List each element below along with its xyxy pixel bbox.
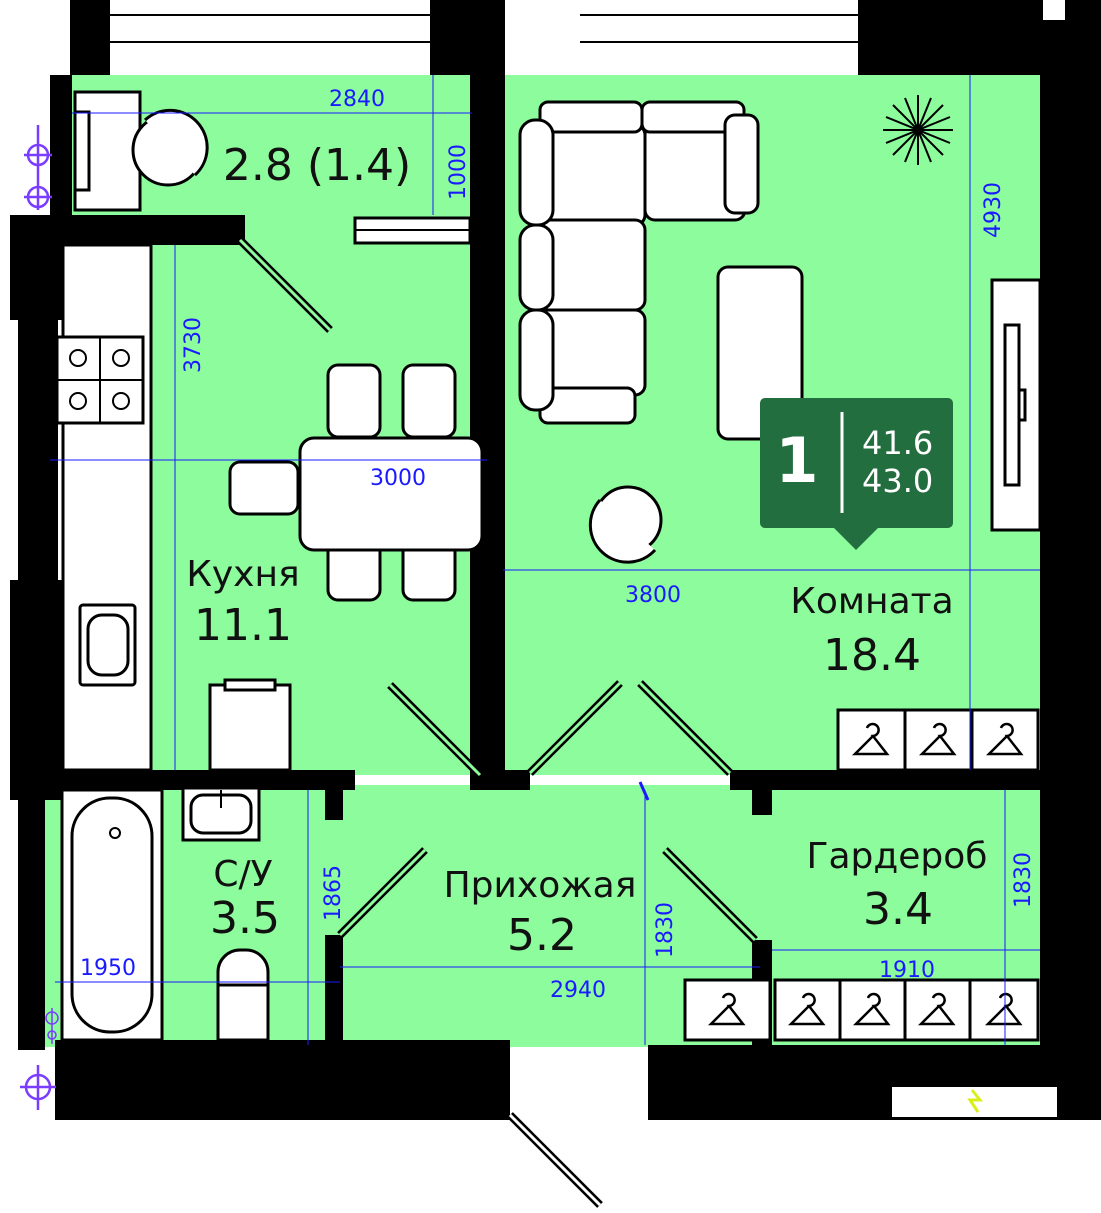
axis-markers [20, 125, 59, 1110]
axis-marker-icon [24, 185, 52, 209]
dim-hall-depth: 1830 [653, 902, 678, 958]
axis-marker-icon [20, 1065, 56, 1110]
dim-room-width: 3800 [625, 583, 681, 608]
kitchen-window-partition [353, 216, 472, 245]
tv-stand [990, 278, 1042, 532]
kitchen-name: Кухня [186, 554, 299, 595]
hanger-icon [917, 992, 956, 1026]
room-closet [836, 708, 1040, 772]
dim-wardrobe-depth: 1830 [1011, 852, 1036, 908]
armchair [588, 485, 663, 564]
balcony-chair [73, 90, 209, 212]
doors[interactable] [237, 237, 758, 1208]
dim-kitchen-width: 3000 [370, 466, 426, 491]
stove-burners [69, 349, 130, 410]
hanger-icon [852, 992, 891, 1026]
dim-kitchen-depth: 3730 [181, 317, 206, 373]
bathroom-area: 3.5 [210, 893, 280, 944]
dim-room-depth: 4930 [981, 182, 1006, 238]
hanger-icon [984, 992, 1023, 1026]
kitchen-area: 11.1 [194, 600, 292, 651]
dim-wardrobe-width: 1910 [879, 958, 935, 983]
dimension-lines [50, 75, 1040, 1045]
electric-panel-icon [967, 1089, 984, 1113]
hanger-icon [918, 722, 957, 756]
apartment-badge: 1 41.6 43.0 [760, 398, 953, 550]
hanger-icon [985, 722, 1024, 756]
living-area: 41.6 [862, 424, 933, 462]
dim-bath-width: 1950 [80, 956, 136, 981]
room-count: 1 [775, 424, 818, 497]
hallway-closet [683, 978, 1040, 1042]
hallway-area: 5.2 [507, 910, 577, 961]
total-area: 43.0 [862, 462, 933, 500]
dining-table [228, 363, 484, 602]
plant-icon [883, 95, 953, 165]
axis-marker-icon [45, 1008, 59, 1044]
bathroom-name: С/У [213, 854, 272, 895]
room-area: 18.4 [823, 630, 921, 681]
walls [10, 0, 1101, 1120]
room-labels: 2.8 (1.4) Кухня 11.1 Комната 18.4 С/У 3.… [186, 140, 987, 961]
sofa [518, 100, 760, 425]
kitchen-counter [55, 243, 292, 772]
hanger-icons [707, 722, 1024, 1026]
hanger-icon [851, 722, 890, 756]
bathtub [60, 788, 164, 1042]
dimension-labels: 2840 1000 3730 3000 4930 3800 1865 1950 … [80, 87, 1036, 1003]
hanger-icon [707, 992, 746, 1026]
dim-balcony-width: 2840 [329, 87, 385, 112]
balcony-glazing [110, 0, 858, 75]
room-name: Комната [790, 581, 953, 622]
hallway-name: Прихожая [444, 865, 637, 906]
bathroom-sink [181, 786, 261, 842]
balcony-area: 2.8 (1.4) [223, 140, 411, 191]
dim-balcony-depth: 1000 [446, 144, 471, 200]
dim-hall-width: 2940 [550, 978, 606, 1003]
hanger-icon [787, 992, 826, 1026]
toilet [216, 948, 270, 1042]
wardrobe-area: 3.4 [863, 884, 933, 935]
wardrobe-name: Гардероб [807, 836, 988, 877]
dim-bath-depth: 1865 [321, 865, 346, 921]
